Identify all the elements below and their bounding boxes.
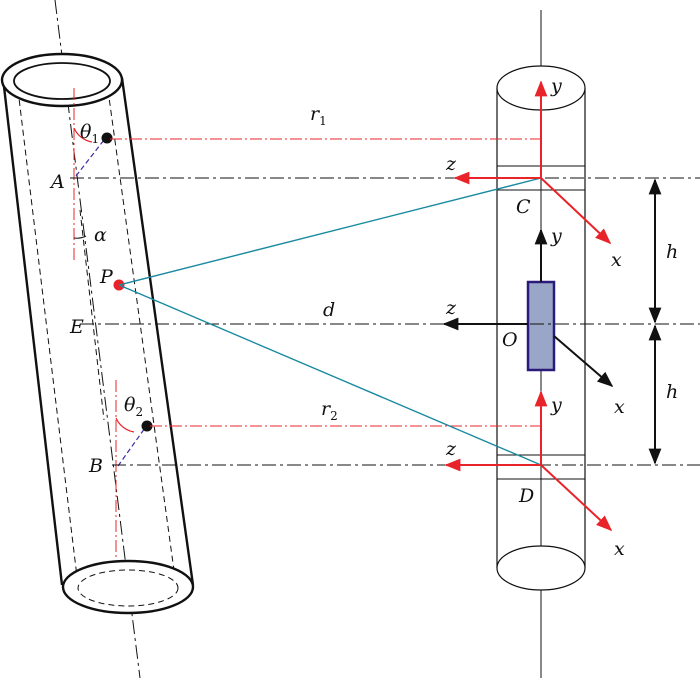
label-O: O [502, 329, 518, 351]
sensor-point-2 [141, 420, 153, 432]
pipe-inner-wall-right [107, 89, 177, 586]
label-theta1: θ1 [80, 121, 99, 146]
axis-mid-x-arrow [553, 335, 614, 388]
label-h-bottom: h [666, 381, 678, 403]
pipe-top-inner-rim [13, 62, 111, 100]
axis-top-y-label: y [550, 75, 562, 97]
theta2-arc [115, 417, 135, 433]
axis-mid-x-label: x [614, 396, 625, 418]
sensor-block [526, 280, 556, 372]
line-P-to-D [118, 284, 542, 466]
axis-mid-z-label: z [445, 297, 457, 319]
label-d: d [323, 299, 335, 321]
pipe-outer-wall-left [1, 77, 64, 586]
axis-bot-x-arrow [540, 464, 613, 532]
label-r2: r2 [321, 398, 338, 423]
axis-top-x-label: x [611, 249, 622, 271]
line-P-to-C [118, 177, 542, 286]
pipe-inner-wall-left [17, 89, 79, 586]
axis-bot-y-label: y [550, 394, 562, 416]
axis-bot-x-label: x [614, 538, 625, 560]
radial-line-B [117, 427, 146, 467]
axis-bot-z-label: z [445, 438, 457, 460]
alpha-arc [73, 235, 87, 239]
label-r1: r1 [310, 103, 327, 128]
radial-line-A [75, 139, 105, 177]
axis-top-z-label: z [445, 153, 457, 175]
label-A: A [49, 171, 65, 193]
pipe-bottom-outer-rim [61, 559, 195, 615]
pipe-bottom-inner-rim [77, 569, 179, 607]
label-E: E [69, 316, 84, 338]
label-P: P [99, 266, 114, 288]
tilted-ref-line [79, 209, 105, 421]
sensor-point-1 [101, 132, 113, 144]
label-alpha: α [94, 224, 107, 246]
label-theta2: θ2 [124, 394, 143, 419]
label-D: D [518, 485, 534, 507]
axis-mid-y-label: y [550, 225, 562, 247]
cylinder-bottom-end [496, 545, 586, 591]
tilted-pipe [0, 0, 195, 678]
label-h-top: h [666, 241, 678, 263]
axis-top-x-arrow [540, 177, 612, 245]
theta1-arc [73, 127, 93, 143]
label-C: C [516, 196, 531, 218]
pipe-outer-wall-right [120, 77, 195, 586]
label-B: B [88, 455, 103, 477]
